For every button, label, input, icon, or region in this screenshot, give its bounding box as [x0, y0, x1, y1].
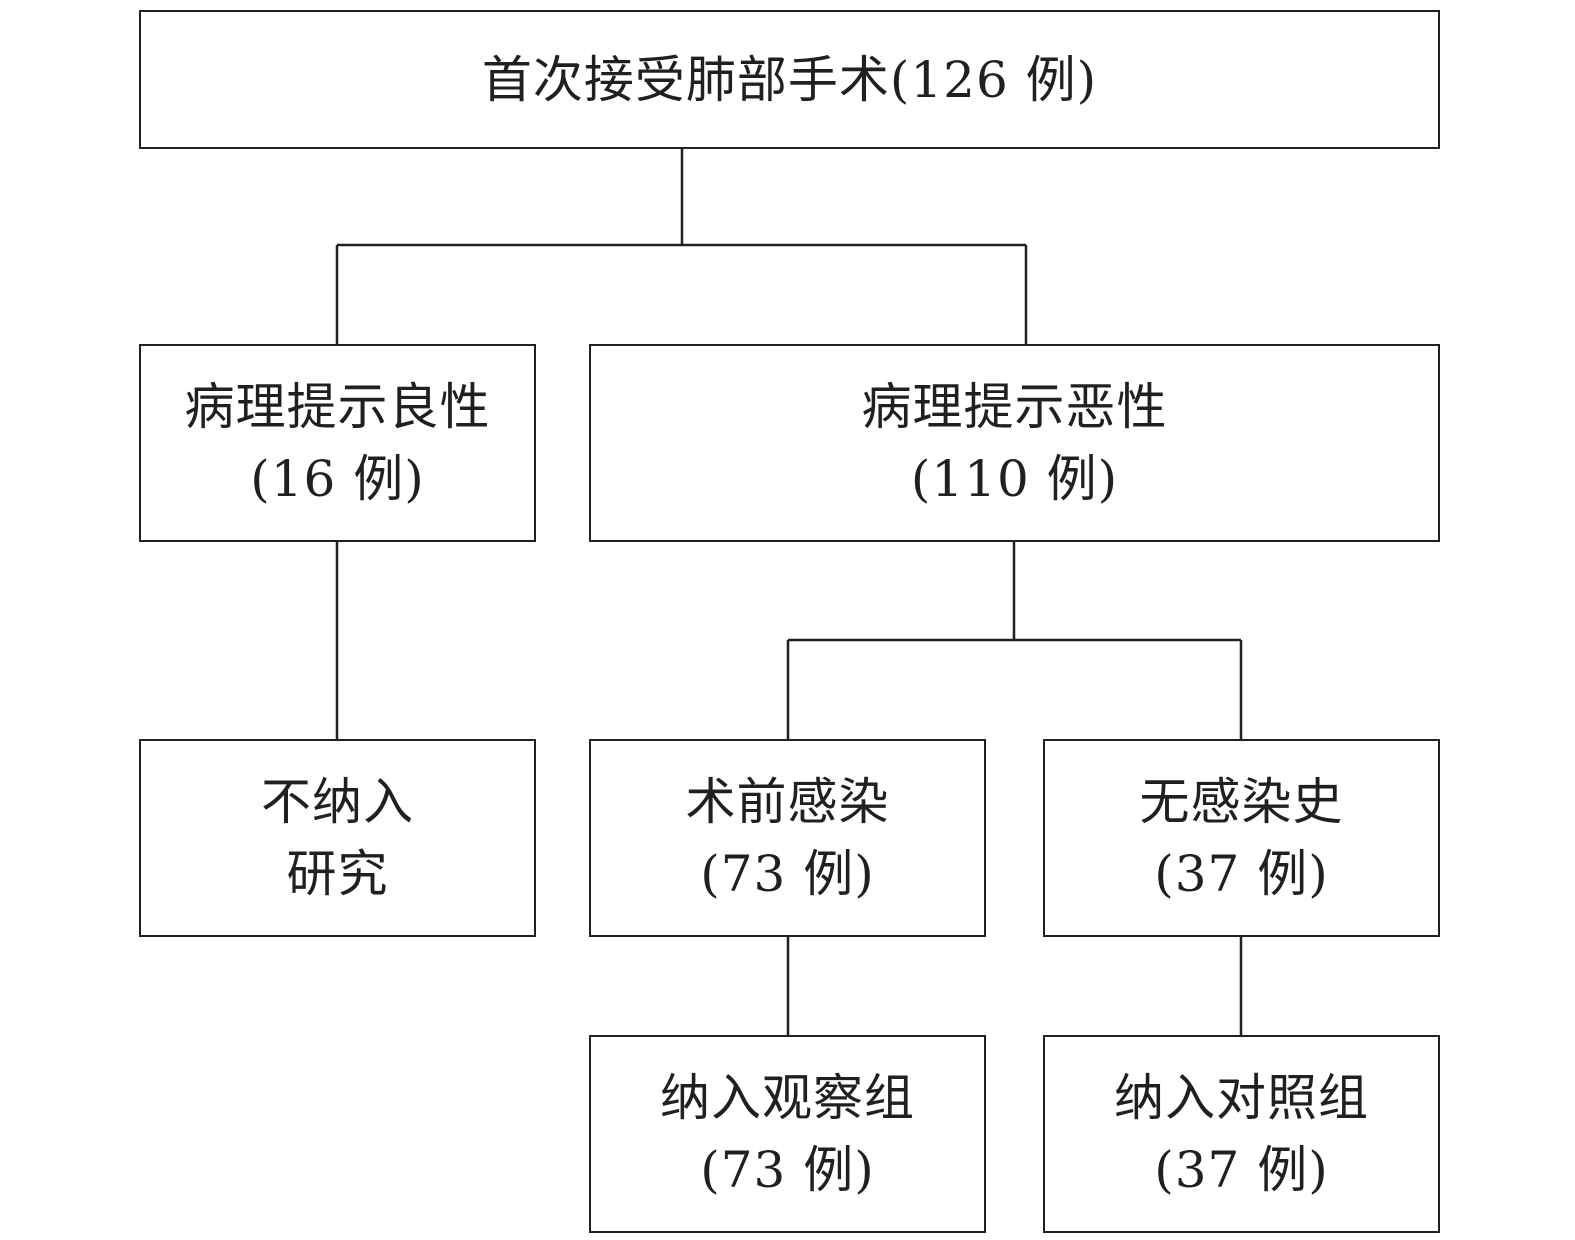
- node-excluded: 不纳入 研究: [139, 739, 536, 937]
- node-no-infection-label: 无感染史: [1139, 773, 1344, 831]
- node-root-label: 首次接受肺部手术(126 例): [481, 50, 1098, 109]
- node-malignant-count: (110 例): [910, 450, 1119, 508]
- node-control-group-label: 纳入对照组: [1114, 1069, 1369, 1127]
- node-excluded-label-2: 研究: [286, 845, 389, 903]
- node-preop-infection: 术前感染 (73 例): [589, 739, 986, 937]
- node-no-infection: 无感染史 (37 例): [1043, 739, 1440, 937]
- node-excluded-label: 不纳入: [261, 773, 414, 831]
- node-root: 首次接受肺部手术(126 例): [139, 10, 1440, 149]
- node-malignant-label: 病理提示恶性: [861, 378, 1168, 436]
- node-preop-infection-count: (73 例): [700, 845, 875, 903]
- node-observation-group: 纳入观察组 (73 例): [589, 1035, 986, 1233]
- node-benign-label: 病理提示良性: [184, 378, 491, 436]
- node-control-group-count: (37 例): [1154, 1141, 1329, 1199]
- node-preop-infection-label: 术前感染: [685, 773, 890, 831]
- node-control-group: 纳入对照组 (37 例): [1043, 1035, 1440, 1233]
- node-benign: 病理提示良性 (16 例): [139, 344, 536, 542]
- node-observation-group-label: 纳入观察组: [660, 1069, 915, 1127]
- node-benign-count: (16 例): [250, 450, 425, 508]
- node-no-infection-count: (37 例): [1154, 845, 1329, 903]
- node-observation-group-count: (73 例): [700, 1141, 875, 1199]
- node-malignant: 病理提示恶性 (110 例): [589, 344, 1440, 542]
